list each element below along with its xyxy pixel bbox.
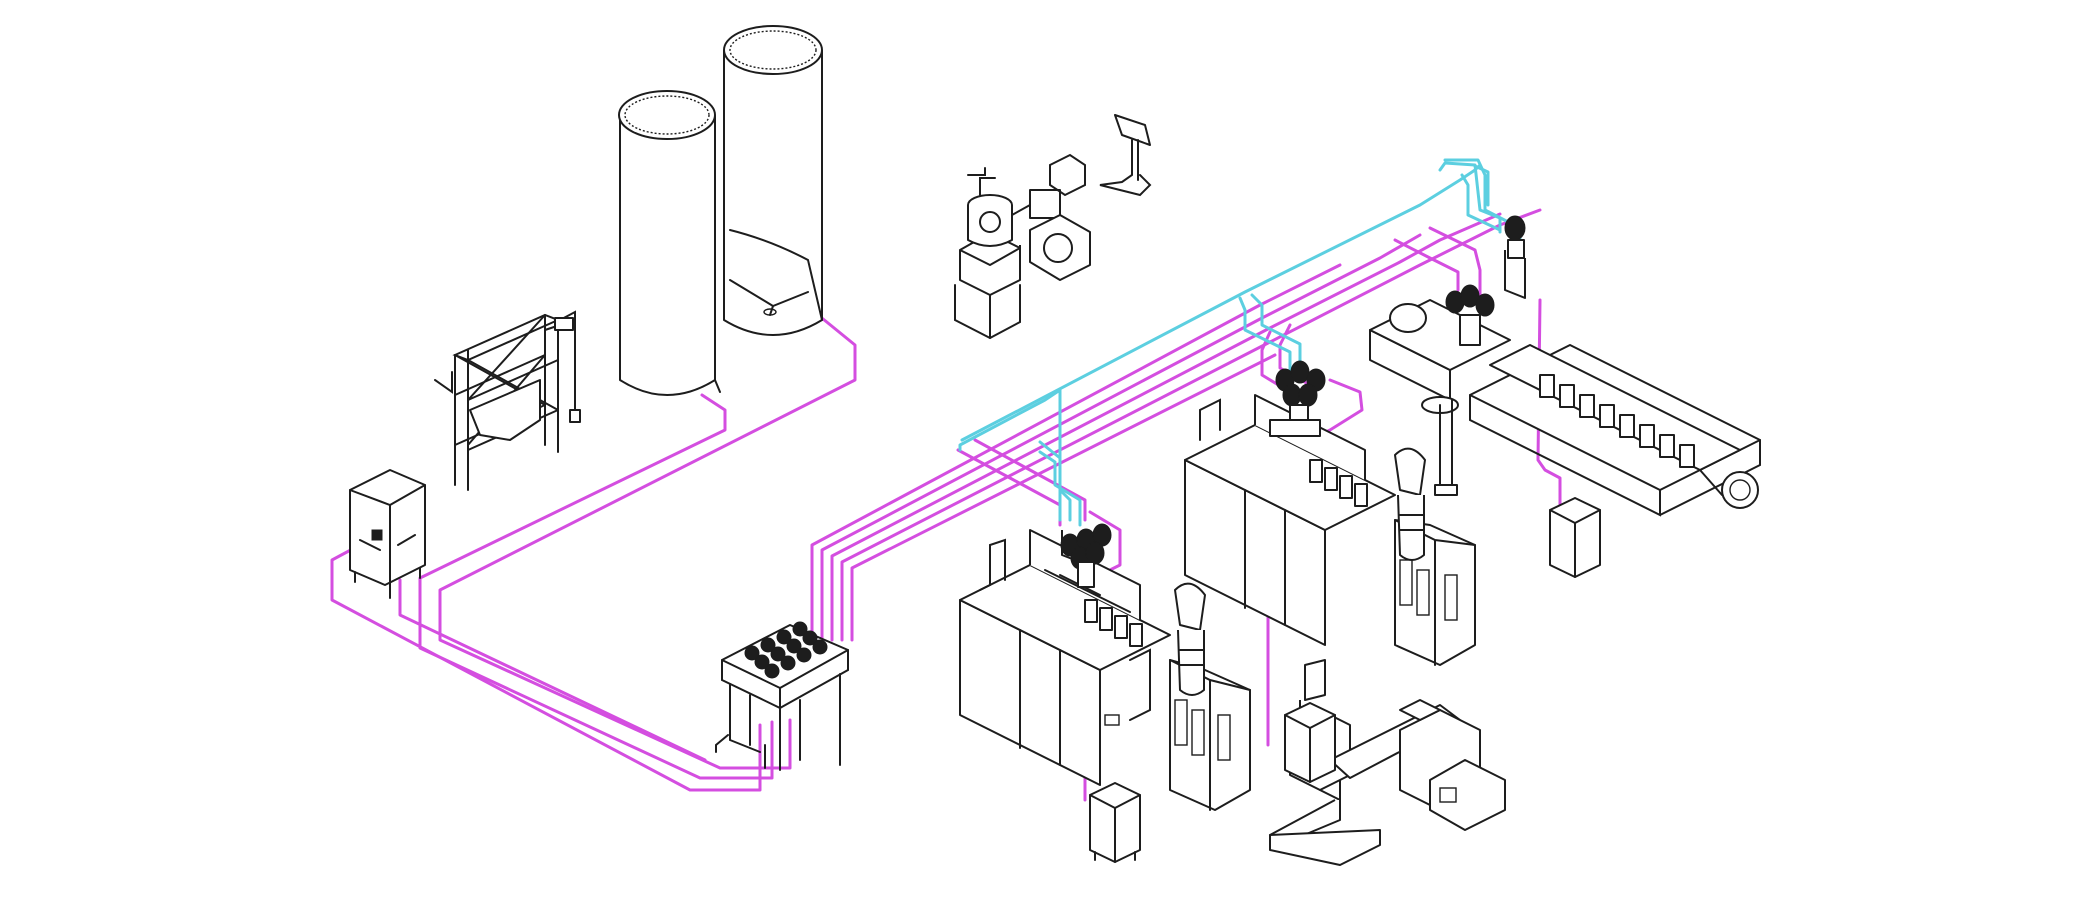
material-pipe	[330, 543, 762, 792]
vacuum-pipe	[1250, 293, 1302, 370]
material-pipe	[438, 308, 857, 770]
raw-material-hopper-granulator	[1284, 702, 1336, 783]
vacuum-station	[954, 153, 1091, 340]
material-pipe	[830, 212, 1502, 642]
material-pipe	[1393, 238, 1460, 292]
storage-silo-left	[618, 90, 721, 396]
vacuum-pipe	[1038, 450, 1082, 527]
control-panel	[1099, 114, 1152, 197]
compounding-extruder	[1369, 215, 1761, 578]
material-pipe	[418, 393, 774, 780]
material-pipe	[398, 578, 707, 762]
material-pipe	[850, 353, 1277, 642]
raw-material-hopper-left	[349, 469, 426, 599]
extrusion-line-front	[959, 523, 1251, 811]
vacuum-pipe	[1438, 161, 1502, 234]
material-pipe	[1428, 226, 1482, 297]
vacuum-pipe	[1473, 164, 1490, 207]
vacuum-pipe	[958, 388, 1062, 522]
raw-material-hopper-front	[1089, 782, 1141, 863]
bulk-bag-unloader	[434, 310, 581, 491]
material-pipe	[810, 263, 1342, 642]
vacuum-pipe	[1038, 440, 1072, 522]
extrusion-line-middle	[1184, 360, 1476, 666]
vacuum-pipe	[1460, 173, 1502, 232]
selection-manifold	[715, 621, 849, 771]
storage-silo-right	[723, 25, 823, 336]
